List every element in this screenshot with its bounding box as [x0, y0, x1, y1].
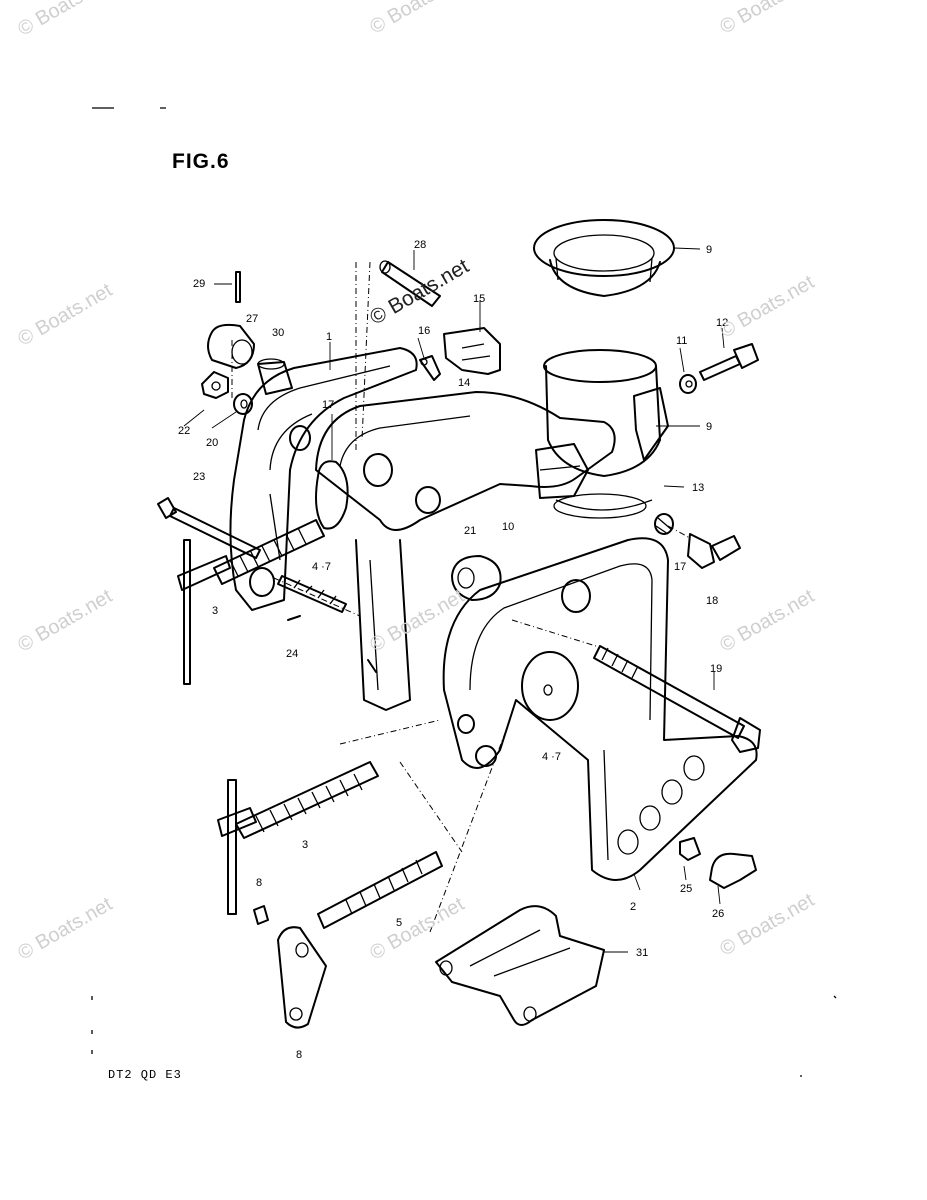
- callout-47-lower: 4 ·7: [542, 751, 561, 763]
- wing-nut-part: [709, 852, 757, 889]
- rubber-mount-ring-part: [533, 219, 675, 297]
- callout-26: 26: [712, 908, 724, 920]
- washer-small-part: [679, 374, 697, 394]
- callout-24: 24: [286, 648, 298, 660]
- callout-11: 11: [676, 335, 687, 347]
- nut-part: [201, 371, 229, 399]
- callout-8-lever: 8: [296, 1049, 302, 1061]
- callout-9-mid: 9: [706, 421, 712, 433]
- callout-17-right: 17: [674, 561, 686, 573]
- callout-3-lower: 3: [302, 839, 308, 851]
- rod-part: [277, 575, 347, 621]
- clip-bracket-part: [443, 327, 501, 375]
- grease-nipple-part: [419, 355, 441, 381]
- bushing-part: [207, 323, 255, 369]
- left-clamp-bracket-part: [229, 347, 418, 611]
- callout-2: 2: [630, 901, 636, 913]
- small-pin-part: [235, 271, 241, 303]
- callout-12: 12: [716, 317, 728, 329]
- callout-13: 13: [692, 482, 704, 494]
- assembly-lines: [231, 261, 691, 933]
- callout-23: 23: [193, 471, 205, 483]
- clamp-screw-lower-part: [217, 761, 379, 915]
- threaded-rod-part: [317, 851, 443, 929]
- callout-18: 18: [706, 595, 718, 607]
- callout-5: 5: [396, 917, 402, 929]
- clamp-pad-upper-part: [315, 460, 349, 530]
- callout-25: 25: [680, 883, 692, 895]
- callout-28: 28: [414, 239, 426, 251]
- callout-22: 22: [178, 425, 190, 437]
- tilt-stopper-part: [435, 905, 605, 1026]
- wing-bolt-part: [687, 533, 741, 569]
- swivel-bracket-part: [315, 391, 616, 711]
- callout-16: 16: [418, 325, 430, 337]
- scan-specks: [91, 107, 837, 1077]
- grease-fitting-part: [654, 513, 674, 535]
- cap-nut-part: [679, 837, 701, 861]
- clamp-screw-upper-part: [177, 519, 325, 685]
- callout-30: 30: [272, 327, 284, 339]
- leader-lines: [183, 247, 725, 953]
- model-code: DT2 QD E3: [108, 1068, 182, 1082]
- callout-47-upper: 4 ·7: [312, 561, 331, 573]
- callout-17-left: 17: [322, 399, 334, 411]
- spring-pin-part: [253, 905, 269, 925]
- right-clamp-bracket-part: [442, 537, 758, 881]
- callout-21: 21: [464, 525, 476, 537]
- callout-1: 1: [326, 331, 332, 343]
- bolt-part: [699, 343, 759, 381]
- washer-part: [233, 393, 253, 415]
- callout-31: 31: [636, 947, 648, 959]
- callout-19: 19: [710, 663, 722, 675]
- part-callouts: 9 28 29 15 27 12 16 30 1 11 14 17 22 20 …: [178, 239, 728, 1061]
- callout-8-pin: 8: [256, 877, 262, 889]
- callout-14: 14: [458, 377, 470, 389]
- steering-clamp-part: [543, 349, 669, 519]
- callout-9-top: 9: [706, 244, 712, 256]
- figure-title: FIG.6: [172, 150, 230, 173]
- callout-29: 29: [193, 278, 205, 290]
- callout-15: 15: [473, 293, 485, 305]
- thrust-washer-part: [451, 555, 502, 601]
- callout-20: 20: [206, 437, 218, 449]
- tilt-lever-part: [277, 926, 327, 1029]
- callout-3-upper: 3: [212, 605, 218, 617]
- callout-10: 10: [502, 521, 514, 533]
- clamp-pad-lower-part: [521, 651, 579, 721]
- long-bolt-part: [157, 497, 261, 559]
- through-bolt-part: [593, 645, 761, 753]
- pin-part: [379, 260, 441, 307]
- callout-27: 27: [246, 313, 258, 325]
